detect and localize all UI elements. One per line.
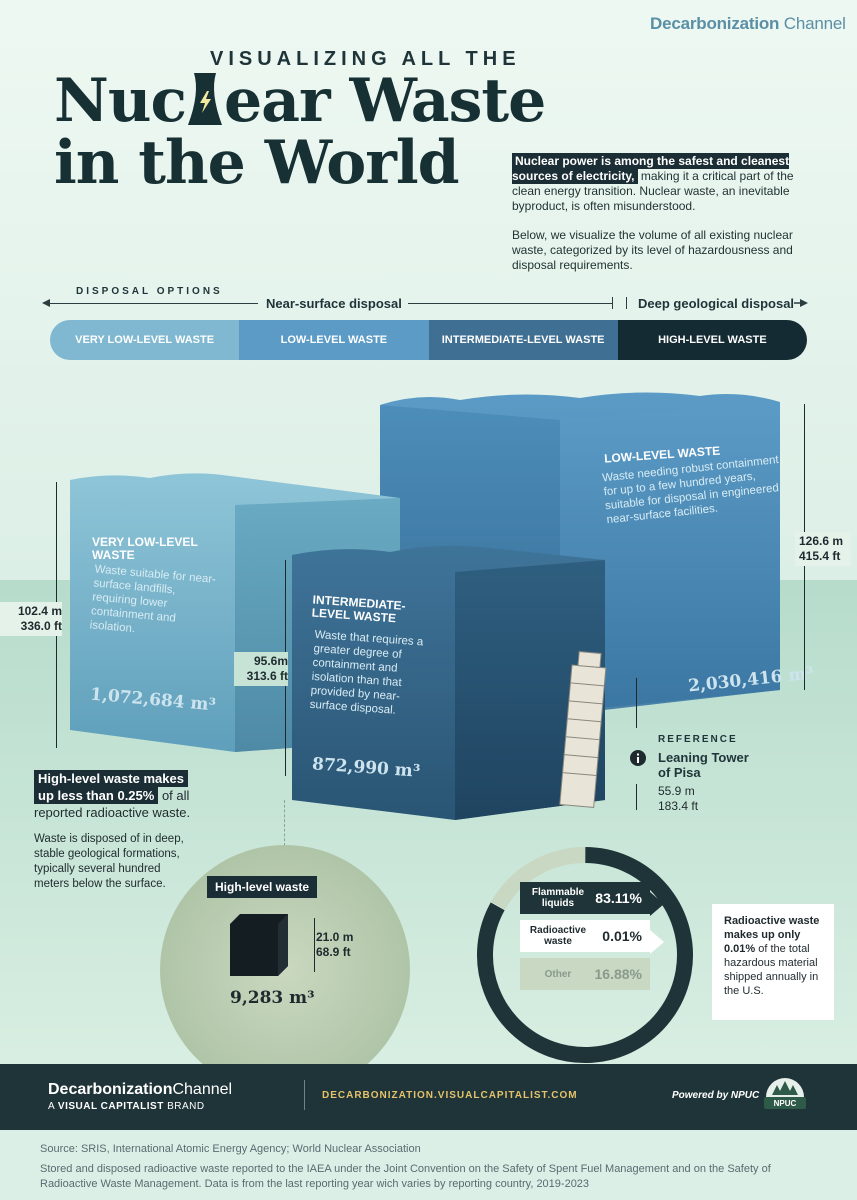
- donut-slice-2: [490, 847, 586, 910]
- arrow-left-icon: [42, 299, 50, 307]
- divider-tick-deep: [626, 297, 627, 309]
- category-very-low: VERY LOW-LEVEL WASTE: [50, 320, 240, 360]
- pointer-arrow-1: [650, 892, 664, 916]
- radioactive-note: Radioactive waste makes up only 0.01% of…: [712, 904, 834, 1020]
- footer-url-link[interactable]: DECARBONIZATION.VISUALCAPITALIST.COM: [322, 1090, 578, 1101]
- npuc-logo-text: NPUC: [774, 1099, 797, 1108]
- footer-subbrand: A VISUAL CAPITALIST BRAND: [48, 1101, 205, 1112]
- vllw-desc: Waste suitable for near-surface landfill…: [89, 563, 217, 636]
- source-line: Source: SRIS, International Atomic Energ…: [40, 1143, 421, 1155]
- near-arrow-right: [408, 303, 612, 304]
- footer-bar: [0, 1064, 857, 1130]
- hlw-cube-icon: [230, 914, 288, 976]
- brand-logo-top: Decarbonization Channel: [650, 14, 846, 33]
- footer-divider: [304, 1080, 305, 1110]
- waste-category-bar: VERY LOW-LEVEL WASTE LOW-LEVEL WASTE INT…: [50, 320, 807, 360]
- footer-powered-by: Powered by NPUC: [672, 1090, 760, 1101]
- intro-text: Nuclear power is among the safest and cl…: [512, 153, 794, 272]
- pisa-dimension-line: [636, 678, 637, 728]
- category-high: HIGH-LEVEL WASTE: [617, 320, 807, 360]
- vllw-label: VERY LOW-LEVEL WASTE: [92, 535, 198, 562]
- waste-cubes-illustration: [70, 392, 780, 820]
- divider-tick: [612, 297, 613, 309]
- hlw-dimension-line: [314, 918, 315, 972]
- npuc-logo-icon: NPUC: [764, 1078, 806, 1109]
- deep-geological-label: Deep geological disposal: [638, 296, 795, 311]
- hazardous-material-donut: [477, 847, 693, 1063]
- donut-slice-0: [477, 847, 693, 1063]
- hlw-headline: High-level waste makes up less than 0.25…: [34, 770, 191, 820]
- pointer-arrow-2: [650, 930, 664, 954]
- info-icon: [630, 750, 646, 766]
- source-notes: Stored and disposed radioactive waste re…: [40, 1163, 771, 1190]
- near-surface-label: Near-surface disposal: [266, 296, 402, 311]
- eyebrow-title: VISUALIZING ALL THE: [210, 48, 521, 70]
- footer-brand: DecarbonizationChannel: [48, 1081, 233, 1098]
- hlw-badge: High-level waste: [207, 876, 318, 898]
- leaning-tower-of-pisa-icon: [559, 651, 607, 808]
- near-arrow-left: [48, 303, 258, 304]
- ilw-desc: Waste that requires a greater degree of …: [309, 628, 424, 717]
- category-low: LOW-LEVEL WASTE: [239, 320, 429, 360]
- disposal-options-label: DISPOSAL OPTIONS: [76, 286, 223, 297]
- reference-name: Leaning Tower of Pisa: [658, 750, 749, 780]
- hlw-description: Waste is disposed of in deep, stable geo…: [34, 833, 184, 890]
- arrow-right-icon: [794, 299, 808, 307]
- reference-label: REFERENCE: [658, 734, 738, 745]
- category-intermediate: INTERMEDIATE-LEVEL WASTE: [428, 320, 618, 360]
- hlw-connector: [284, 800, 285, 846]
- cooling-tower-icon: [188, 73, 222, 125]
- pisa-dimension-line-lower: [636, 784, 637, 810]
- hlw-volume: 9,283 m³: [230, 988, 315, 1008]
